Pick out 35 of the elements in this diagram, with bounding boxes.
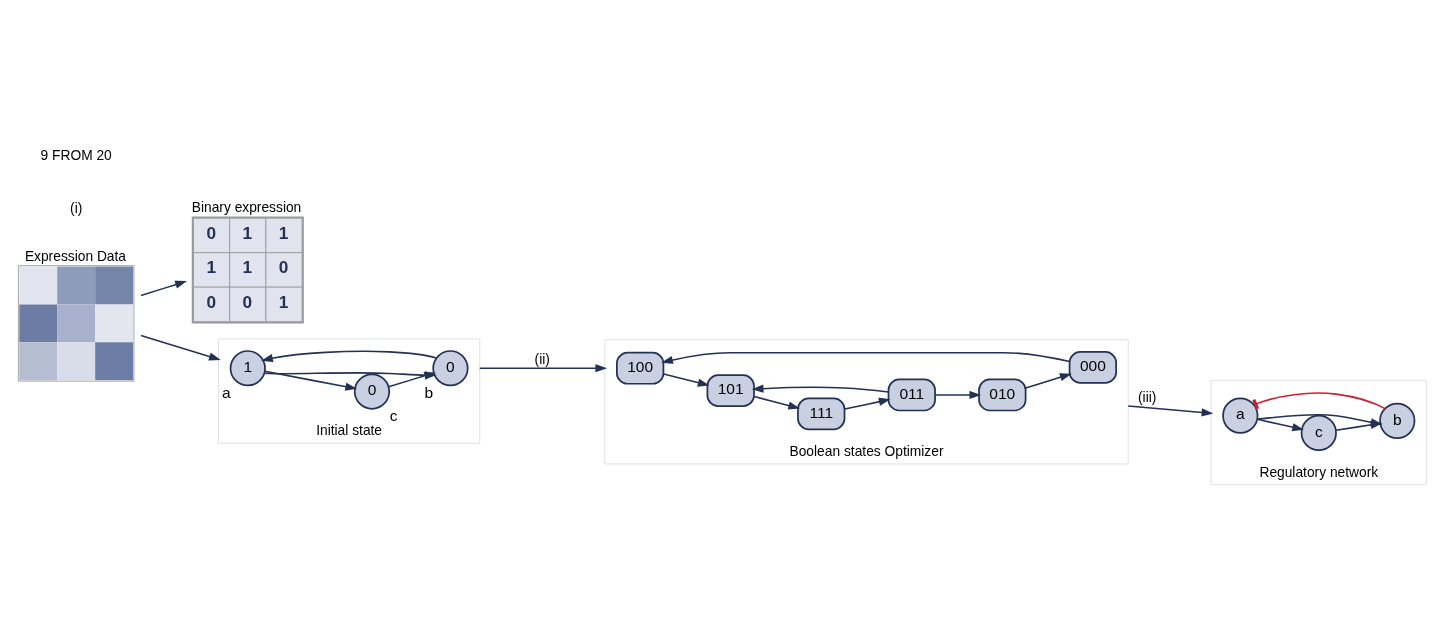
node-label: Expression Data [24, 249, 127, 265]
node-circle: 0 [353, 373, 391, 410]
arrow [1025, 373, 1072, 389]
node-label: b [424, 383, 434, 401]
arrow [479, 364, 608, 373]
arrow [261, 350, 438, 363]
arrow [753, 395, 801, 410]
node-box: 111 [797, 397, 846, 431]
node-circle: b [1379, 402, 1416, 439]
arrow [140, 280, 187, 297]
arrow [661, 351, 1071, 364]
node-circle: 1 [229, 350, 266, 387]
node-box: 000 [1068, 351, 1117, 384]
node-label: c [389, 407, 398, 425]
arrow [934, 390, 982, 400]
edge-label: (iii) [1138, 389, 1157, 405]
node-label: a [221, 383, 231, 401]
label: (i) [70, 200, 83, 216]
arrow [1127, 405, 1214, 417]
label: 9 FROM 20 [40, 148, 112, 164]
arrow [264, 370, 358, 391]
node-label: Binary expression [191, 199, 302, 215]
node-circle: 0 [432, 350, 469, 387]
connector [1252, 392, 1386, 410]
arrow [1256, 418, 1304, 432]
node-box: 010 [978, 378, 1027, 412]
node-box: 011 [887, 378, 936, 412]
node-box: 101 [706, 374, 755, 408]
node-box: 100 [616, 351, 665, 385]
node-circle: c [1300, 414, 1337, 452]
edge-label: (ii) [534, 351, 550, 367]
arrow [751, 384, 889, 393]
arrow [140, 334, 221, 361]
arrow [662, 373, 710, 387]
arrow [843, 397, 891, 410]
